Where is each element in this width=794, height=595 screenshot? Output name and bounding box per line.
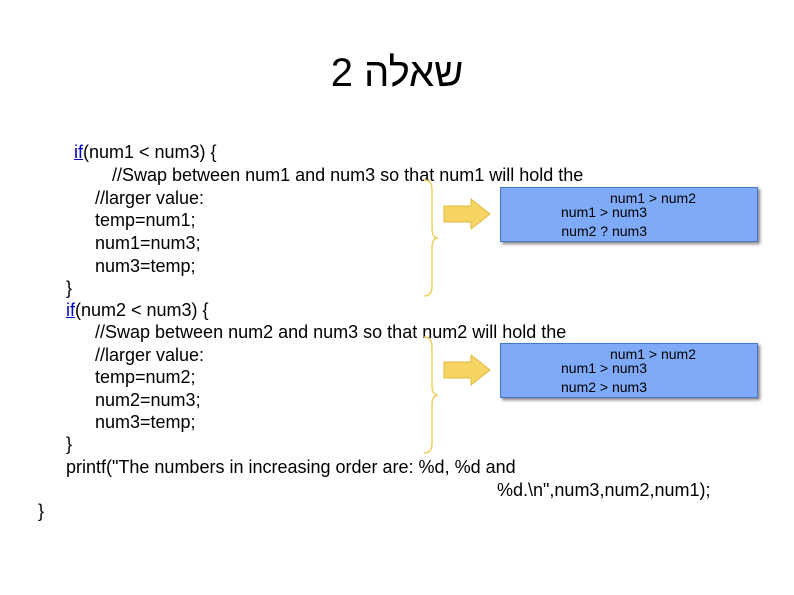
callout-line: num1 > num3 <box>561 360 647 376</box>
code-line: num3=temp; <box>95 412 196 432</box>
printf-line-continued: %d.\n",num3,num2,num1); <box>497 480 711 500</box>
right-arrow-icon <box>443 353 491 387</box>
callout-line: num2 ? num3 <box>561 223 647 239</box>
printf-line: printf("The numbers in increasing order … <box>66 457 516 477</box>
code-line: num2=num3; <box>95 390 201 410</box>
condition-callout-2: num1 > num2 num1 > num3 num2 > num3 <box>500 343 758 398</box>
closing-brace: } <box>66 278 73 298</box>
if-condition: (num2 < num3) { <box>75 300 209 320</box>
closing-brace: } <box>66 434 73 454</box>
function-closing-brace: } <box>38 501 45 521</box>
if-condition: (num1 < num3) { <box>83 142 217 162</box>
comment-line: //larger value: <box>95 188 205 208</box>
if-keyword: if <box>66 300 75 320</box>
callout-line: num1 > num3 <box>561 204 647 220</box>
comment-line: //Swap between num2 and num3 so that num… <box>95 322 567 342</box>
condition-callout-1: num1 > num2 num1 > num3 num2 ? num3 <box>500 187 758 242</box>
code-line: num3=temp; <box>95 256 196 276</box>
if-line-2: if(num2 < num3) { <box>66 299 209 322</box>
right-arrow-icon <box>443 197 491 231</box>
curly-brace-2 <box>423 336 439 454</box>
slide-title: שאלה 2 <box>330 51 464 95</box>
callout-line: num2 > num3 <box>561 379 647 395</box>
comment-line: //Swap between num1 and num3 so that num… <box>112 165 584 185</box>
code-line: temp=num2; <box>95 367 196 387</box>
if-keyword: if <box>74 142 83 162</box>
callout-line: num1 > num2 <box>610 190 696 206</box>
code-line: num1=num3; <box>95 233 201 253</box>
if-line-1: if(num1 < num3) { <box>74 141 217 164</box>
code-line: temp=num1; <box>95 210 196 230</box>
callout-line: num1 > num2 <box>610 346 696 362</box>
curly-brace-1 <box>423 179 439 297</box>
comment-line: //larger value: <box>95 345 205 365</box>
